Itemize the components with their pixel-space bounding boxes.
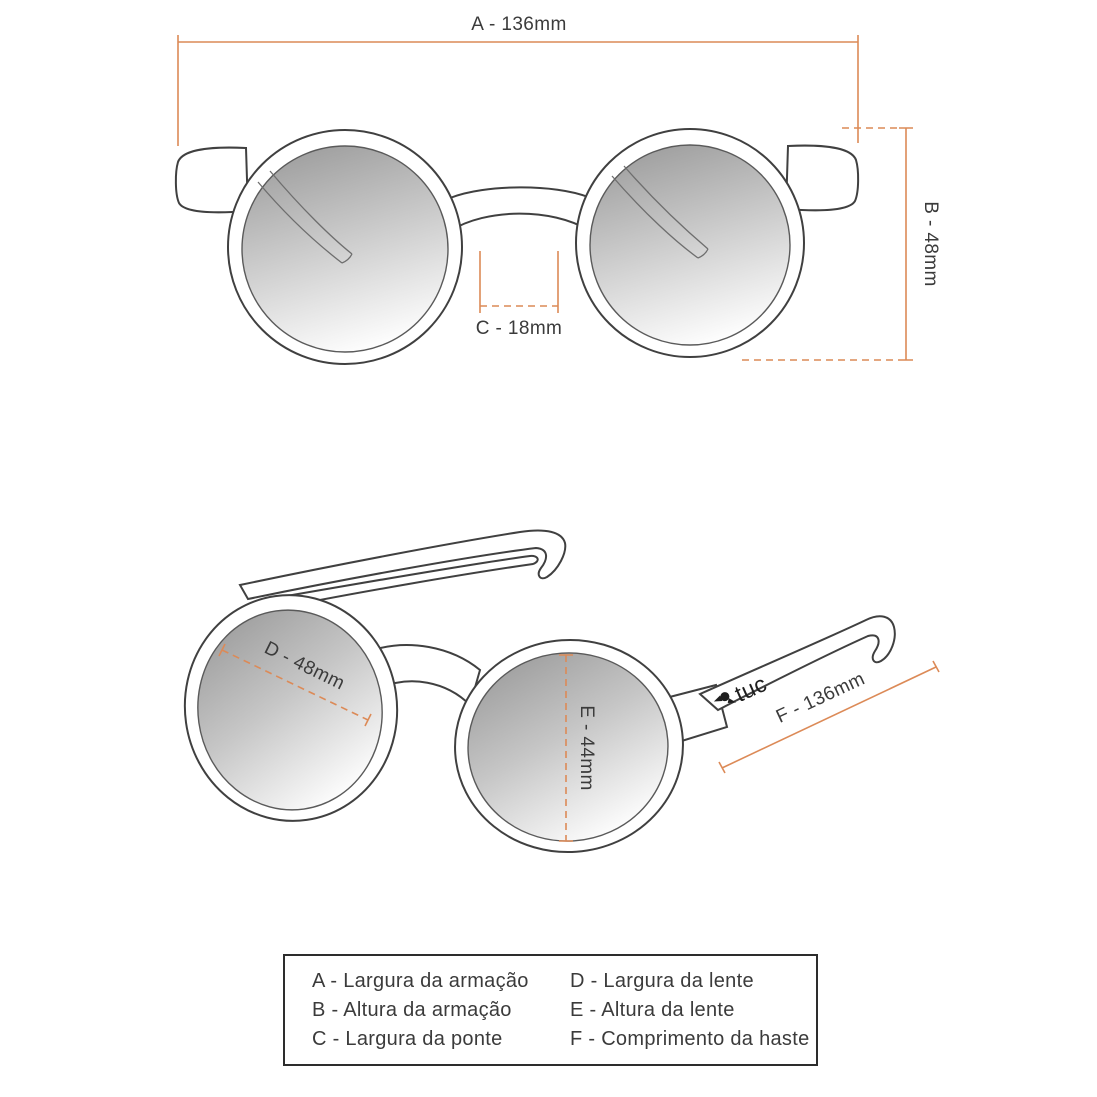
- dimension-e-ticks: [559, 654, 573, 842]
- bridge: [449, 186, 589, 233]
- legend-left-column: A - Largura da armação B - Altura da arm…: [312, 967, 570, 1064]
- legend-item-e: E - Altura da lente: [570, 999, 735, 1021]
- dimension-b: B - 48mm: [742, 127, 941, 361]
- dimension-c-lines: [479, 251, 559, 313]
- dimension-a: A - 136mm: [177, 14, 859, 146]
- right-lens-perspective: [467, 652, 669, 842]
- dimension-f-label: F - 136mm: [773, 668, 868, 727]
- right-temple-through-lens: [611, 165, 709, 259]
- dimension-b-label: B - 48mm: [920, 201, 941, 287]
- right-temple-tip: [784, 144, 860, 212]
- near-temple: [698, 615, 896, 712]
- dimension-c: C - 18mm: [476, 251, 563, 339]
- legend-item-a: A - Largura da armação: [312, 970, 529, 992]
- legend-item-d: D - Largura da lente: [570, 970, 754, 992]
- dimension-a-line: [177, 35, 859, 49]
- legend-item-c: C - Largura da ponte: [312, 1028, 503, 1050]
- dimension-c-label: C - 18mm: [476, 318, 563, 339]
- far-temple: [238, 529, 567, 601]
- dimension-f-line: [721, 666, 937, 769]
- legend-box: A - Largura da armação B - Altura da arm…: [283, 954, 818, 1066]
- dimension-d-ticks: [218, 643, 372, 727]
- dimension-b-extensions: [742, 127, 899, 361]
- dimension-e-label: E - 44mm: [576, 705, 597, 791]
- right-lens: [589, 144, 791, 346]
- dimension-a-label: A - 136mm: [471, 14, 566, 35]
- tuc-bird-icon: [713, 692, 737, 704]
- legend-right-column: D - Largura da lente E - Altura da lente…: [570, 967, 810, 1064]
- dimension-b-line: [899, 127, 913, 361]
- legend-item-b: B - Altura da armação: [312, 999, 512, 1021]
- second-temple: [256, 554, 539, 613]
- dimension-e: E - 44mm: [559, 654, 597, 842]
- perspective-view-drawing: tuc: [183, 529, 896, 854]
- front-view-drawing: [174, 128, 860, 365]
- left-temple-tip: [174, 146, 250, 214]
- dimension-a-extensions: [177, 49, 859, 146]
- legend-item-f: F - Comprimento da haste: [570, 1028, 810, 1050]
- dimension-d-line: [221, 649, 369, 721]
- left-temple-through-lens: [257, 170, 353, 264]
- dimension-f-ticks: [718, 660, 940, 774]
